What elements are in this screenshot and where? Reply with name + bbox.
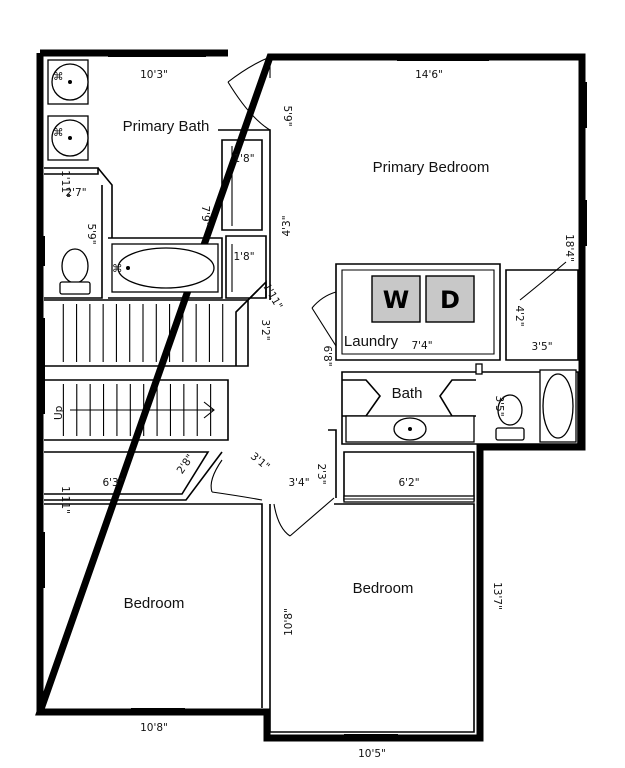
dim-label: 14'6" xyxy=(415,69,443,81)
sink-bottom: ⌘ xyxy=(47,115,89,161)
dim-label: 6'3" xyxy=(102,477,123,489)
bath-wall xyxy=(342,379,382,417)
bedroom-wall xyxy=(44,503,263,708)
interior-wall xyxy=(235,289,259,366)
dim-label: 7'4" xyxy=(411,340,432,352)
dim-label: 3'2" xyxy=(259,319,271,340)
dim-label: 6'8" xyxy=(321,345,333,366)
dim-label: 5'9" xyxy=(85,223,97,244)
dim-label: 10'8" xyxy=(140,722,168,734)
room-label-laundry: Laundry xyxy=(344,333,399,350)
door-swing xyxy=(227,56,271,83)
room-label-primary-bath: Primary Bath xyxy=(123,118,210,135)
toilet xyxy=(59,248,91,295)
washer-label: W xyxy=(383,286,409,314)
bath-wall xyxy=(439,379,476,417)
window xyxy=(108,50,206,57)
dim-label: 10'5" xyxy=(358,748,386,760)
window xyxy=(37,236,45,266)
closet-wall xyxy=(505,269,579,361)
window xyxy=(37,532,45,588)
interior-wall xyxy=(221,139,263,231)
dim-label: 3'5" xyxy=(531,341,552,353)
dryer-label: D xyxy=(440,286,460,314)
wall-stub xyxy=(475,363,483,375)
stair-arrow-head xyxy=(203,401,215,419)
dim-label: 3'5" xyxy=(493,395,505,416)
door-swing xyxy=(273,503,291,537)
door-swing xyxy=(210,459,223,493)
sink-top: ⌘ xyxy=(47,59,89,105)
dim-label: 18'4" xyxy=(563,234,575,262)
closet-wall xyxy=(44,451,210,495)
room-label-bath: Bath xyxy=(392,385,423,402)
bath-toilet xyxy=(495,394,525,441)
closet-wall xyxy=(343,451,475,501)
stairs-up-label: Up xyxy=(53,405,65,420)
stairwell-wall xyxy=(44,299,249,367)
closet-wall xyxy=(44,451,223,501)
dim-label: 10'8" xyxy=(283,608,295,636)
door-swing xyxy=(311,307,337,347)
room-label-primary-bedroom: Primary Bedroom xyxy=(373,159,490,176)
window xyxy=(579,82,587,128)
bedroom-wall xyxy=(269,503,475,733)
bath-sink xyxy=(393,417,427,441)
window xyxy=(397,54,489,61)
dim-label: 10'3" xyxy=(140,69,168,81)
dim-label: 3'4" xyxy=(288,477,309,489)
dim-label: 13'7" xyxy=(491,582,503,610)
dryer xyxy=(425,275,475,323)
dim-label: 6'2" xyxy=(398,477,419,489)
dim-label: 1'8" xyxy=(233,153,254,165)
dim-label: 3'1" xyxy=(248,450,272,473)
room-label-bedroom-right: Bedroom xyxy=(353,580,414,597)
dim-label: 1'8" xyxy=(233,251,254,263)
interior-wall xyxy=(44,167,99,175)
door-swing xyxy=(227,81,271,131)
stairwell-wall xyxy=(44,379,229,441)
svg-text:⌘: ⌘ xyxy=(53,127,64,139)
dim-label: 2'7" xyxy=(65,187,86,199)
svg-text:⌘: ⌘ xyxy=(112,263,123,275)
dim-label: 1'11" xyxy=(59,486,71,514)
dim-label: 4'3" xyxy=(281,215,293,236)
window xyxy=(344,734,398,741)
laundry-wall-inner xyxy=(341,269,495,355)
interior-wall xyxy=(97,167,113,238)
dim-label: 5'9" xyxy=(281,105,293,126)
door-swing xyxy=(289,497,335,537)
bath-tub xyxy=(539,369,577,443)
washer xyxy=(371,275,421,323)
bath-wall xyxy=(341,371,579,445)
door-swing xyxy=(311,291,337,309)
window xyxy=(579,200,587,246)
svg-text:⌘: ⌘ xyxy=(53,71,64,83)
window xyxy=(37,318,45,414)
laundry-wall xyxy=(335,263,501,361)
room-label-bedroom-left: Bedroom xyxy=(124,595,185,612)
dim-label: 1'11" xyxy=(59,170,71,198)
interior-wall xyxy=(108,237,223,299)
dim-label: 2'3" xyxy=(315,463,327,484)
door-swing xyxy=(519,261,567,301)
bathtub: ⌘ xyxy=(111,243,219,293)
interior-wall xyxy=(44,185,103,299)
window xyxy=(131,708,185,715)
dim-label: 4'2" xyxy=(513,305,525,326)
dim-label: 7'9" xyxy=(199,205,211,226)
door-swing xyxy=(211,491,263,501)
dim-label: 2'8" xyxy=(175,452,197,476)
dim-label: 1'11" xyxy=(260,281,284,311)
stairs-upper xyxy=(62,304,224,362)
interior-wall xyxy=(328,429,337,498)
